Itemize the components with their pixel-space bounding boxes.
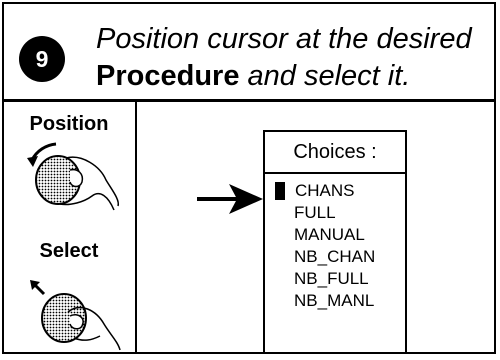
instruction-keyword: Procedure: [96, 60, 240, 92]
step-number-badge: 9: [19, 36, 65, 82]
instruction-line-2: Procedure and select it.: [96, 58, 472, 95]
instruction-text: Position cursor at the desired Procedure…: [96, 21, 472, 95]
choice-label: FULL: [294, 203, 336, 222]
instruction-line-2-rest: and select it.: [239, 60, 411, 92]
select-label: Select: [39, 240, 99, 262]
position-label: Position: [29, 113, 109, 135]
instruction-panel: 9 Position cursor at the desired Procedu…: [2, 2, 496, 354]
choices-menu: Choices : CHANS FULL MANUAL NB_CHAN NB_F…: [263, 130, 407, 354]
rotate-knob-icon[interactable]: [26, 140, 122, 222]
choices-title: Choices :: [265, 132, 405, 174]
choice-label: CHANS: [295, 181, 355, 200]
choice-item-chans[interactable]: CHANS: [265, 180, 405, 202]
choice-label: NB_MANL: [294, 291, 375, 310]
choice-item-nb-full[interactable]: NB_FULL: [265, 268, 405, 290]
instruction-header: 9 Position cursor at the desired Procedu…: [4, 4, 494, 102]
screen-display: Choices : CHANS FULL MANUAL NB_CHAN NB_F…: [137, 102, 494, 354]
control-guide: Position Select: [4, 102, 137, 352]
instruction-line-1: Position cursor at the desired: [96, 23, 472, 55]
choice-item-nb-manl[interactable]: NB_MANL: [265, 290, 405, 312]
pointer-arrow-icon: [197, 184, 263, 214]
choice-item-manual[interactable]: MANUAL: [265, 224, 405, 246]
choice-label: NB_CHAN: [294, 247, 376, 266]
choice-label: NB_FULL: [294, 269, 369, 288]
selection-cursor-icon: [275, 182, 285, 200]
choice-label: MANUAL: [294, 225, 365, 244]
choices-list: CHANS FULL MANUAL NB_CHAN NB_FULL NB_MAN…: [265, 180, 405, 312]
choice-item-nb-chan[interactable]: NB_CHAN: [265, 246, 405, 268]
choice-item-full[interactable]: FULL: [265, 202, 405, 224]
press-knob-icon[interactable]: [22, 272, 122, 352]
